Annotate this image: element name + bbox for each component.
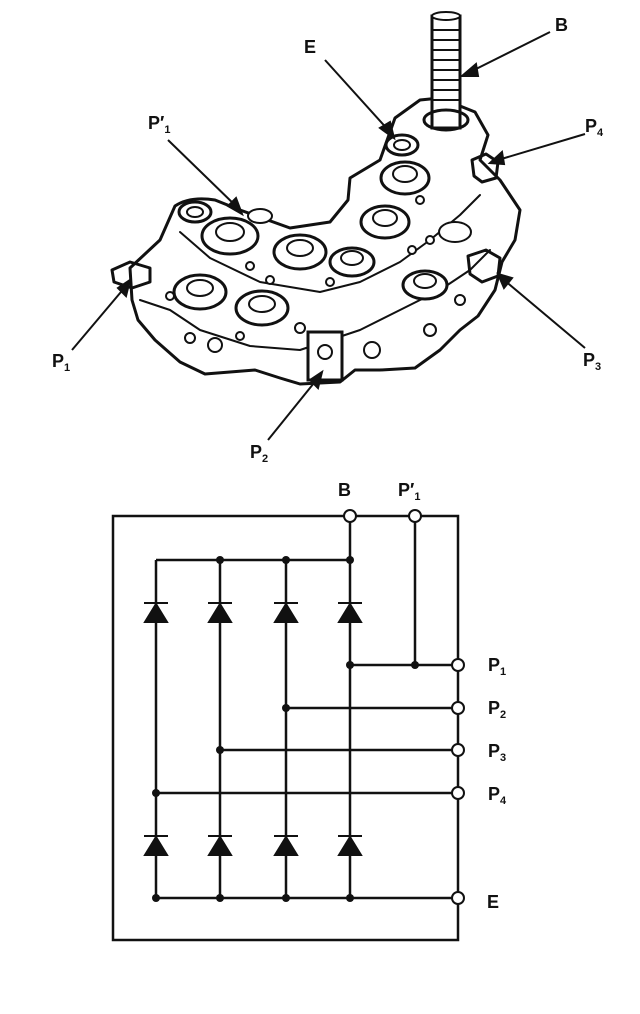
figure-label-p1: P1 xyxy=(52,351,70,374)
svg-text:P1: P1 xyxy=(52,351,70,374)
diode-lower-1 xyxy=(143,835,169,856)
assembly-outline xyxy=(128,96,522,386)
diode-upper-1 xyxy=(143,602,169,623)
upper-diodes xyxy=(143,602,363,623)
figure-label-p2: P2 xyxy=(250,442,268,465)
mounting-holes xyxy=(165,195,466,359)
figure-label-p1prime: P′1 xyxy=(148,113,170,136)
figure-label-e: E xyxy=(304,37,316,57)
svg-text:B: B xyxy=(555,15,568,35)
diode-upper-2 xyxy=(207,602,233,623)
svg-text:P′1: P′1 xyxy=(398,480,420,503)
schematic-label-p2: P2 xyxy=(488,698,506,721)
b-terminal-stud xyxy=(422,11,470,132)
diode-upper-3 xyxy=(273,602,299,623)
terminal-p4 xyxy=(451,786,465,800)
schematic-label-p1prime: P′1 xyxy=(398,480,420,503)
lower-diodes xyxy=(143,835,363,856)
svg-text:P4: P4 xyxy=(585,116,604,139)
e-terminal-boss xyxy=(384,133,420,157)
terminal-p2 xyxy=(451,701,465,715)
p1prime-boss xyxy=(177,200,273,224)
svg-text:P2: P2 xyxy=(250,442,268,465)
svg-text:P4: P4 xyxy=(488,784,507,807)
svg-text:E: E xyxy=(487,892,499,912)
figure-label-b: B xyxy=(555,15,568,35)
svg-text:P3: P3 xyxy=(583,350,601,373)
svg-text:P′1: P′1 xyxy=(148,113,170,136)
schematic-frame xyxy=(111,514,460,942)
schematic-label-p1: P1 xyxy=(488,655,506,678)
terminal-p1 xyxy=(451,658,465,672)
svg-text:E: E xyxy=(304,37,316,57)
figure-label-p4: P4 xyxy=(585,116,604,139)
figure-label-p3: P3 xyxy=(583,350,601,373)
diode-upper-4 xyxy=(337,602,363,623)
diode-lower-2 xyxy=(207,835,233,856)
diode-lower-4 xyxy=(337,835,363,856)
diode-discs xyxy=(172,160,472,327)
junction-dots xyxy=(152,556,419,902)
terminal-circles xyxy=(343,509,465,905)
svg-text:P1: P1 xyxy=(488,655,506,678)
leader-arrows xyxy=(71,31,586,441)
terminal-p3 xyxy=(451,743,465,757)
terminal-p1prime xyxy=(408,509,422,523)
terminal-e xyxy=(451,891,465,905)
rectifier-schematic: B P′1 P1 P2 P3 P4 E xyxy=(111,480,507,942)
p4-lug xyxy=(470,152,500,184)
schematic-label-e: E xyxy=(487,892,499,912)
schematic-label-p4: P4 xyxy=(488,784,507,807)
schematic-label-b: B xyxy=(338,480,351,500)
p2-lug xyxy=(306,330,344,382)
svg-text:P3: P3 xyxy=(488,741,506,764)
rectifier-assembly-illustration xyxy=(110,11,522,386)
p1-lug xyxy=(110,260,152,290)
schematic-label-p3: P3 xyxy=(488,741,506,764)
svg-text:B: B xyxy=(338,480,351,500)
svg-text:P2: P2 xyxy=(488,698,506,721)
diode-lower-3 xyxy=(273,835,299,856)
terminal-b xyxy=(343,509,357,523)
